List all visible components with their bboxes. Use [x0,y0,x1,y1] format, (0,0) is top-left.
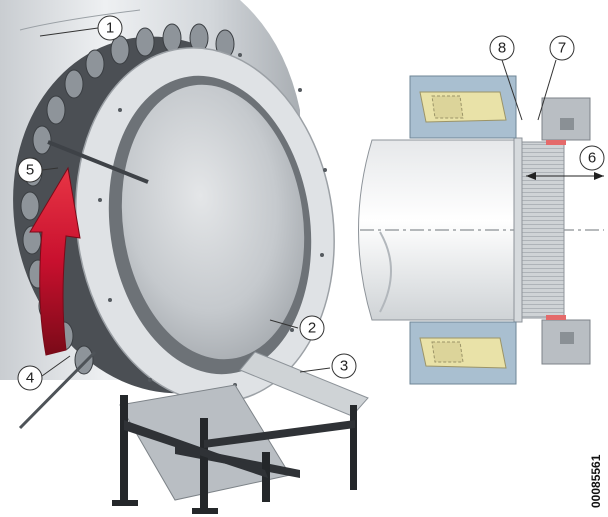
callout-5: 5 [17,157,43,183]
bearing-top [409,75,517,139]
rotation-arrow [29,166,81,356]
callout-6-label: 6 [588,150,596,167]
nut-groove-bottom [560,332,574,344]
callout-4-label: 4 [26,370,34,387]
leader-lines [39,27,557,377]
bore-disc [121,84,305,360]
callout-3: 3 [331,353,357,379]
callout-2-label: 2 [308,320,316,337]
callout-5-label: 5 [26,162,34,179]
callout-4: 4 [17,365,43,391]
callout-2: 2 [299,315,325,341]
roller-stand [112,351,369,514]
left-illustration [0,0,369,514]
sleeve-collar [513,137,523,323]
callout-1: 1 [97,15,123,41]
housing-edge-line [19,9,141,31]
callout-6: 6 [579,145,605,171]
callout-1-label: 1 [106,20,114,37]
bearing-bottom [409,321,517,385]
seal-top [546,140,566,145]
reference-code: 00085561 [589,454,603,508]
shaft-shadow-curve [379,231,392,313]
dim-arrow-left [526,172,536,180]
callout-3-label: 3 [340,358,348,375]
callout-7: 7 [549,35,575,61]
seal-bottom [546,315,566,320]
cross-section [358,75,604,385]
dim-arrow-right [594,172,604,180]
callout-7-label: 7 [558,40,566,57]
nut-groove-top [560,118,574,130]
callout-8-label: 8 [498,40,506,57]
lever-rod [47,140,149,184]
threaded-sleeve [521,141,565,319]
lever-rod-lower [18,350,97,430]
callout-8: 8 [489,35,515,61]
